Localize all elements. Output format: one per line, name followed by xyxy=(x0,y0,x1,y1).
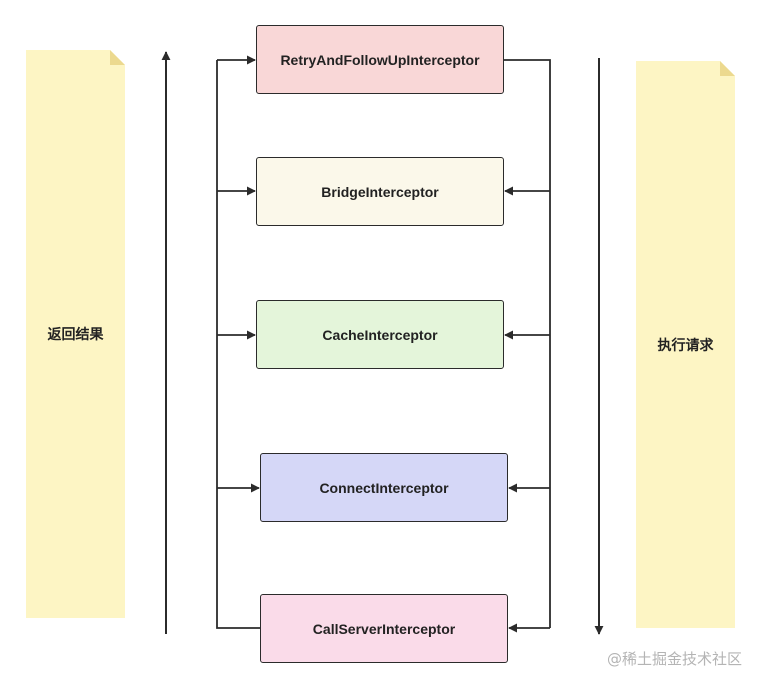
return-result-text: 返回结果 xyxy=(47,326,104,342)
interceptor-label: CallServerInterceptor xyxy=(312,620,456,637)
left-note-shape xyxy=(26,50,125,618)
right-note-label: 执行请求 xyxy=(636,61,735,628)
interceptor-box-callserver: CallServerInterceptor xyxy=(260,594,508,663)
interceptor-label: CacheInterceptor xyxy=(322,326,438,343)
interceptor-label: BridgeInterceptor xyxy=(321,183,439,200)
right-note-shape xyxy=(636,61,735,628)
interceptor-box-cache: CacheInterceptor xyxy=(256,300,504,369)
left-return-bus xyxy=(216,60,260,629)
left-note-label: 返回结果 xyxy=(26,50,125,618)
interceptor-box-retry: RetryAndFollowUpInterceptor xyxy=(256,25,504,94)
interceptor-box-connect: ConnectInterceptor xyxy=(260,453,508,522)
interceptor-box-bridge: BridgeInterceptor xyxy=(256,157,504,226)
execute-request-text: 执行请求 xyxy=(657,336,714,353)
interceptor-label: ConnectInterceptor xyxy=(319,479,449,496)
watermark: @稀土掘金技术社区 xyxy=(606,650,742,668)
interceptor-label: RetryAndFollowUpInterceptor xyxy=(280,51,480,68)
right-request-bus xyxy=(504,59,551,628)
